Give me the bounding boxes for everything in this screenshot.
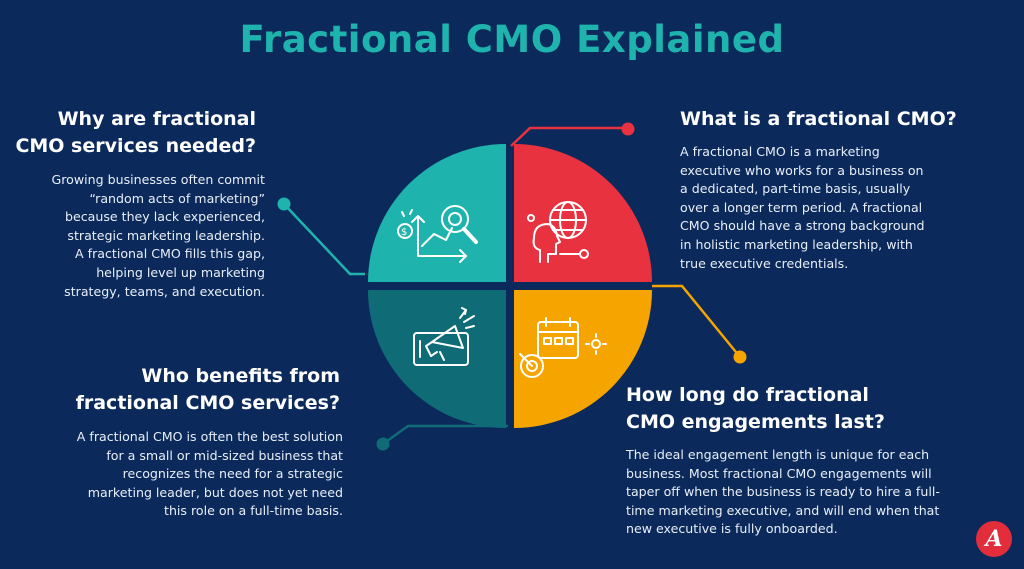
connector-what [510, 126, 628, 147]
connector-who [382, 424, 508, 446]
growth-chart-search-icon: $ [397, 205, 478, 263]
globe-person-icon [527, 201, 589, 263]
connector-who-dot [376, 437, 390, 451]
brand-logo-icon: A [976, 521, 1012, 557]
page-title: Fractional CMO Explained [239, 18, 785, 61]
megaphone-phone-icon [413, 307, 475, 366]
why-heading: Why are fractional CMO services needed? [15, 108, 256, 157]
how-long-heading: How long do fractional CMO engagements l… [626, 384, 885, 433]
connector-why [283, 203, 365, 276]
logo-glyph: A [985, 526, 1003, 552]
quadrant-top-left [368, 144, 506, 282]
connector-how [652, 284, 741, 358]
calendar-target-icon [519, 317, 607, 378]
who-body: A fractional CMO is often the best solut… [76, 429, 343, 519]
connector-why-dot [277, 197, 291, 211]
how-long-body: The ideal engagement length is unique fo… [626, 447, 940, 537]
connector-what-dot [621, 122, 635, 136]
what-heading: What is a fractional CMO? [680, 108, 957, 130]
svg-text:$: $ [401, 227, 407, 238]
quadrant-top-right [514, 144, 652, 282]
connector-how-dot [733, 350, 747, 364]
who-heading: Who benefits from fractional CMO service… [75, 365, 340, 414]
quadrant-bottom-right [514, 290, 652, 428]
why-body: Growing businesses often commit “random … [51, 172, 265, 299]
what-body: A fractional CMO is a marketing executiv… [680, 144, 925, 271]
quadrant-bottom-left [368, 290, 506, 428]
